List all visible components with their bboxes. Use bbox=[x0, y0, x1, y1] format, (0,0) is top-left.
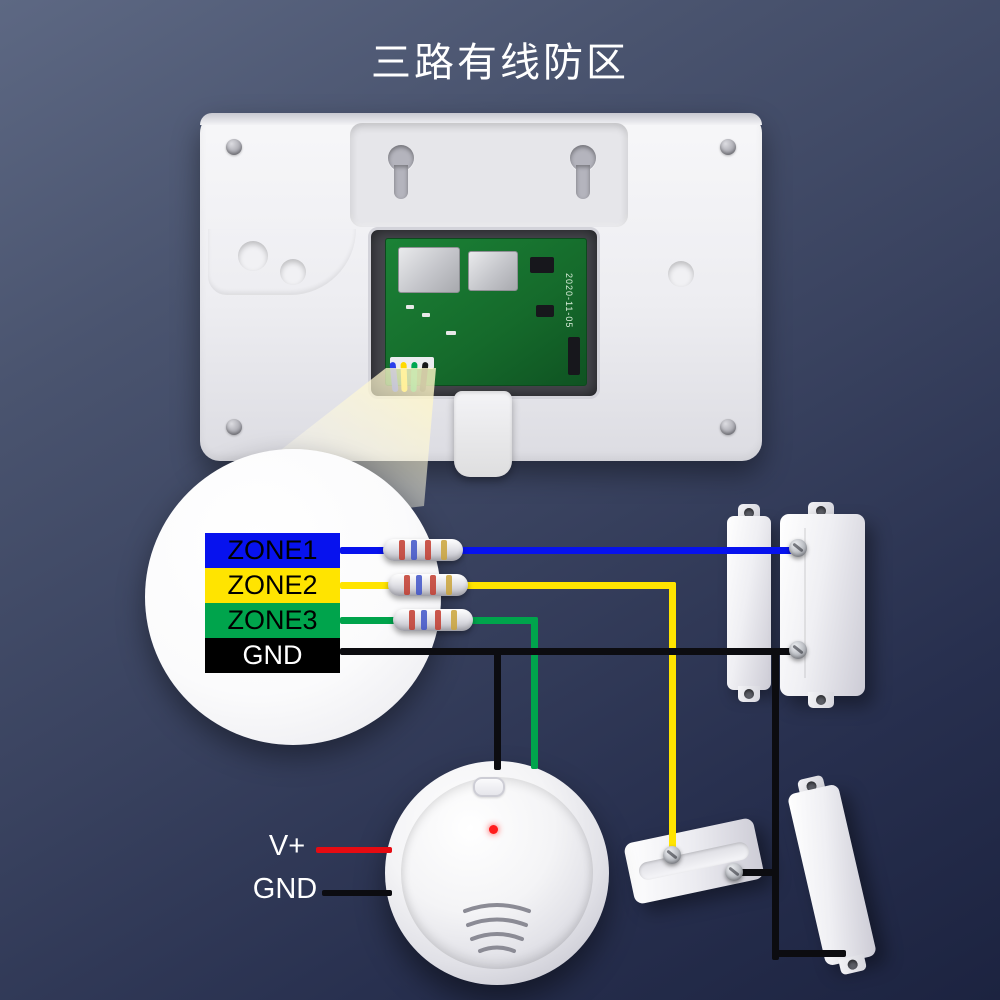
zone1-wire bbox=[340, 547, 800, 554]
door-sensor2-switch-plate bbox=[622, 816, 766, 906]
circuit-board: 2020-11-05 bbox=[385, 238, 587, 386]
panel-buzzer-hole bbox=[280, 259, 306, 285]
panel-screw bbox=[720, 139, 736, 155]
zone3-terminal-label: ZONE3 bbox=[205, 603, 340, 638]
smd-component bbox=[422, 313, 430, 317]
mounting-recess bbox=[350, 123, 628, 227]
terminal-wire-green bbox=[410, 361, 418, 393]
vplus-wire bbox=[316, 847, 392, 853]
pcb-connector bbox=[568, 337, 580, 375]
gnd-wire-vertical bbox=[772, 648, 779, 960]
sensor1-terminal-screw-gnd bbox=[789, 641, 807, 659]
panel-buzzer-hole bbox=[238, 241, 268, 271]
keyhole-slot bbox=[394, 165, 408, 199]
switch-seam bbox=[804, 528, 806, 678]
resistor-zone3 bbox=[393, 609, 473, 631]
screw-hole bbox=[846, 958, 859, 971]
magnet-body bbox=[786, 783, 878, 967]
magnet-body bbox=[727, 516, 771, 690]
sensor1-terminal-screw-zone1 bbox=[789, 539, 807, 557]
smoke-detector bbox=[385, 761, 609, 985]
panel-tamper-hole bbox=[668, 261, 694, 287]
zone1-terminal-label: ZONE1 bbox=[205, 533, 340, 568]
smoke-test-button bbox=[473, 777, 505, 797]
mount-tab bbox=[808, 692, 834, 708]
alarm-panel-back: 2020-11-05 bbox=[200, 113, 762, 477]
smoke-speaker-grille bbox=[463, 903, 531, 953]
vplus-label: V+ bbox=[268, 830, 306, 862]
panel-screw bbox=[720, 419, 736, 435]
terminal-wire-yellow bbox=[400, 361, 408, 393]
mount-tab bbox=[738, 686, 760, 702]
screw-hole bbox=[744, 689, 754, 699]
sim-card-slot bbox=[468, 251, 518, 291]
keyhole-mount-right bbox=[570, 145, 596, 199]
gnd-power-label: GND bbox=[252, 873, 318, 905]
battery-compartment-opening: 2020-11-05 bbox=[368, 227, 600, 399]
keyhole-slot bbox=[576, 165, 590, 199]
keyhole-mount-left bbox=[388, 145, 414, 199]
gnd-wire-branch-smoke bbox=[494, 648, 501, 770]
screw-hole bbox=[816, 506, 826, 516]
zone2-wire-vertical bbox=[669, 582, 676, 860]
panel-screw bbox=[226, 419, 242, 435]
sensor2-terminal-screw-gnd bbox=[725, 863, 743, 881]
sim-card-slot bbox=[398, 247, 460, 293]
door-sensor1-magnet bbox=[727, 504, 771, 702]
screw-hole bbox=[816, 695, 826, 705]
ic-chip bbox=[536, 305, 554, 317]
resistor-zone1 bbox=[383, 539, 463, 561]
pcb-date-label: 2020-11-05 bbox=[564, 273, 574, 329]
screw-hole bbox=[744, 508, 754, 518]
page-title: 三路有线防区 bbox=[371, 41, 629, 85]
panel-screw bbox=[226, 139, 242, 155]
smoke-led-indicator bbox=[489, 825, 498, 834]
smd-component bbox=[406, 305, 414, 309]
panel-molding bbox=[208, 229, 356, 295]
zone2-wire-horizontal bbox=[340, 582, 676, 589]
resistor-zone2 bbox=[388, 574, 468, 596]
gnd-wire-horizontal bbox=[340, 648, 798, 655]
wire-exit-tab bbox=[454, 391, 512, 477]
door-sensor2-magnet bbox=[784, 772, 880, 979]
smd-component bbox=[446, 331, 456, 335]
gnd-wire-branch-plate bbox=[731, 869, 779, 876]
ic-chip bbox=[530, 257, 554, 273]
gnd-terminal-label: GND bbox=[205, 638, 340, 673]
zone3-wire-vertical bbox=[531, 617, 538, 769]
sensor2-terminal-screw-zone2 bbox=[663, 846, 681, 864]
gnd-wire-branch-magnet bbox=[772, 950, 846, 957]
gnd-power-wire bbox=[322, 890, 392, 896]
panel-top-rim bbox=[200, 113, 762, 125]
zone2-terminal-label: ZONE2 bbox=[205, 568, 340, 603]
door-sensor1-switch bbox=[780, 502, 865, 708]
